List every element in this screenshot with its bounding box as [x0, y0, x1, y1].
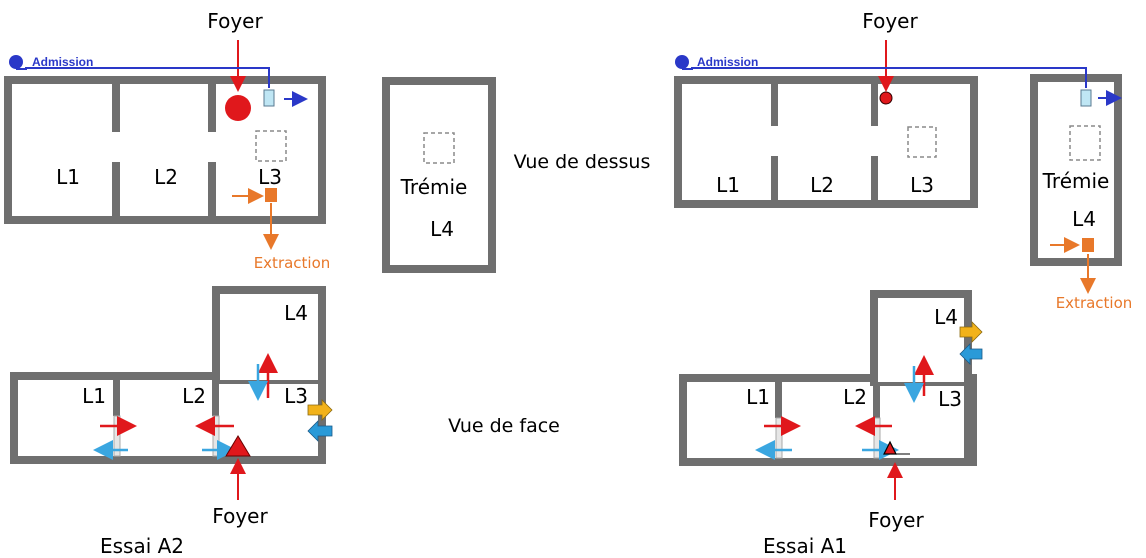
top-view-label: Vue de dessus	[514, 151, 651, 173]
a2-front-foyer-label: Foyer	[212, 504, 268, 528]
a2-extraction-label: Extraction	[254, 254, 331, 272]
a1-front-foyer-label: Foyer	[868, 508, 924, 532]
a1-top-foyer-label: Foyer	[862, 9, 918, 33]
a2-top-l4-label: L4	[430, 217, 454, 241]
a2-front-building	[10, 372, 326, 464]
a2-inflow-arrow-icon	[307, 420, 333, 442]
test-a2-label: Essai A2	[100, 534, 184, 558]
a1-extraction-label: Extraction	[1056, 294, 1133, 312]
a1-front-l1-label: L1	[746, 385, 770, 409]
a2-outflow-arrow-icon	[307, 399, 333, 421]
a1-admission-icon	[675, 55, 689, 69]
a1-front-view: L1 L2 L3 L4 Foyer Essai A1	[679, 290, 983, 558]
a1-top-l2-label: L2	[810, 173, 834, 197]
front-view-label: Vue de face	[448, 415, 560, 437]
a1-front-l2-label: L2	[843, 385, 867, 409]
a2-top-l4: Trémie L4	[382, 77, 496, 273]
a2-front-view: L1 L2 L3 L4 Foyer Essai A2	[10, 286, 333, 558]
a2-front-l3-label: L3	[284, 384, 308, 408]
a2-tremie-label: Trémie	[400, 175, 468, 199]
a2-top-l2-label: L2	[154, 165, 178, 189]
a2-admission-icon	[9, 55, 23, 69]
a1-front-fire-icon	[883, 440, 897, 455]
a2-inlet-vent	[263, 89, 275, 107]
a1-tremie-label: Trémie	[1042, 169, 1110, 193]
a1-inflow-arrow-icon	[959, 343, 983, 365]
a1-front-building	[679, 374, 977, 466]
a2-top-l1-label: L1	[56, 165, 80, 189]
a2-front-l1-label: L1	[82, 384, 106, 408]
a1-inlet-vent	[1080, 89, 1092, 107]
a2-top-l3-label: L3	[258, 165, 282, 189]
a2-front-l4-label: L4	[284, 301, 308, 325]
a1-front-l3-label: L3	[938, 387, 962, 411]
a1-front-l4-label: L4	[934, 305, 958, 329]
a2-front-fire-icon	[225, 435, 251, 457]
a2-admission-label: Admission	[32, 55, 93, 69]
a1-outflow-arrow-icon	[959, 321, 983, 343]
a2-top-tremie-opening	[255, 130, 287, 162]
a1-admission-label: Admission	[697, 55, 758, 69]
a1-top-fire-icon	[879, 91, 893, 105]
a1-top-building	[674, 76, 978, 208]
a2-top-view: Foyer Admission L1 L2 L3 Extraction	[4, 9, 331, 272]
a2-front-l2-label: L2	[182, 384, 206, 408]
a2-top-fire-icon	[225, 95, 251, 121]
a1-top-l3-label: L3	[910, 173, 934, 197]
a1-top-l4-label: L4	[1072, 207, 1096, 231]
a1-top-l4	[1030, 74, 1122, 266]
test-a1-label: Essai A1	[763, 534, 847, 558]
a2-extraction-vent	[265, 188, 277, 202]
a1-top-l1-label: L1	[716, 173, 740, 197]
a1-top-view: Foyer Admission L1 L2 L3 Trémie L4 Extra…	[674, 9, 1133, 312]
a1-extraction-vent	[1082, 238, 1094, 252]
a2-top-foyer-label: Foyer	[207, 9, 263, 33]
